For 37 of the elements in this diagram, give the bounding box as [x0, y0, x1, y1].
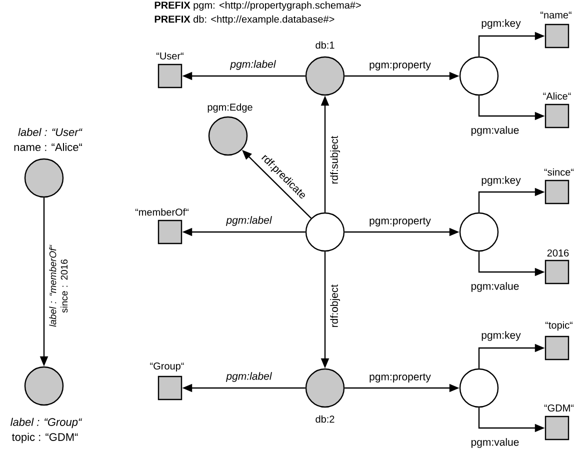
edge-label: rdf:object	[329, 283, 341, 329]
node-label: db:1	[316, 41, 334, 49]
edge-label: pgm:label	[229, 59, 277, 71]
circle-node	[459, 56, 499, 96]
node-label: 2016	[547, 249, 569, 257]
edge-label: pgm:value	[470, 281, 520, 293]
circle-node	[305, 212, 345, 252]
node-label: “Alice“	[543, 92, 571, 100]
node-label: “GDM“	[544, 404, 574, 412]
node-label: topic : “GDM“	[12, 432, 78, 444]
node-label: label : “User“	[18, 128, 82, 136]
edge-label: pgm:label	[225, 215, 273, 227]
node-label: pgm:Edge	[208, 103, 252, 113]
node-label: name : “Alice“	[14, 142, 82, 152]
node-label: label : “Group“	[10, 418, 82, 428]
edge-label: label : “memberOf“ since : 2016	[48, 242, 69, 330]
prefix-line: PREFIX db: <http://example.database#>	[154, 15, 334, 25]
node-label: db:2	[316, 415, 334, 423]
edge-label: pgm:property	[368, 372, 432, 384]
node-label: “name“	[540, 12, 572, 18]
circle-node	[459, 368, 499, 408]
node-label: “memberOf“	[135, 208, 189, 216]
prefix-line: PREFIX pgm: <http://propertygraph.schema#>	[154, 1, 361, 11]
edge-label: pgm:value	[470, 125, 520, 137]
edge-label: pgm:label	[225, 371, 273, 383]
circle-node	[459, 212, 499, 252]
node-label: “Group“	[150, 362, 184, 372]
edge-label: rdf:subject	[329, 134, 341, 186]
edge-label: pgm:key	[480, 175, 522, 187]
edge-label: pgm:property	[368, 60, 432, 72]
node-label: “topic“	[545, 321, 573, 331]
edge-label: pgm:value	[470, 437, 520, 449]
node-label: “User“	[156, 52, 184, 60]
edge-label: pgm:key	[480, 330, 522, 342]
node-label: “since“	[544, 168, 574, 176]
edge-label: pgm:key	[480, 18, 522, 30]
edge-label: pgm:property	[368, 216, 432, 228]
